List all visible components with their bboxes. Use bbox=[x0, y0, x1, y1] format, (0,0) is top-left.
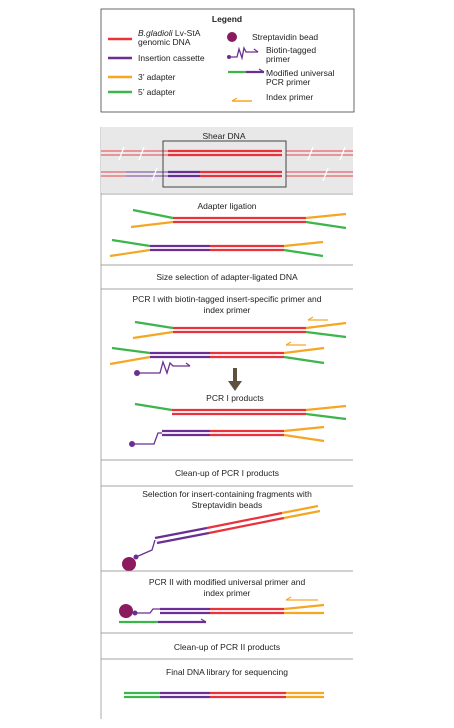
step-pcr2: PCR II with modified universal primer an… bbox=[119, 577, 325, 624]
legend-biotin-label: Biotin-tagged bbox=[266, 45, 316, 55]
legend-index-primer-icon bbox=[231, 97, 252, 102]
legend-universal-label: Modified universal bbox=[266, 68, 335, 78]
biotin-primer-icon bbox=[137, 359, 190, 376]
biotin-primer-icon bbox=[135, 539, 156, 558]
legend-universal-primer-icon bbox=[228, 68, 265, 74]
pcr1-product-genomic bbox=[134, 402, 347, 421]
step-cleanup2-label: Clean-up of PCR II products bbox=[174, 642, 280, 652]
legend-index-label: Index primer bbox=[266, 92, 313, 102]
universal-primer-icon bbox=[119, 618, 207, 624]
shear-selected-box bbox=[162, 140, 287, 188]
down-arrow-icon bbox=[228, 368, 242, 391]
step-shear: Shear DNA bbox=[101, 127, 353, 193]
legend-biotin-label-2: primer bbox=[266, 54, 290, 64]
step-streptavidin-selection: Selection for insert-containing fragment… bbox=[122, 489, 321, 571]
step-pcr1-label-1: PCR I with biotin-tagged insert-specific… bbox=[133, 294, 322, 304]
streptavidin-bead-icon bbox=[119, 604, 133, 618]
ligated-fragment-insert bbox=[109, 238, 324, 258]
step-pcr1: PCR I with biotin-tagged insert-specific… bbox=[109, 294, 347, 447]
step-cleanup1-label: Clean-up of PCR I products bbox=[175, 468, 279, 478]
legend-adapter3-label: 3’ adapter bbox=[138, 72, 176, 82]
legend-insertion-label: Insertion cassette bbox=[138, 53, 205, 63]
captured-fragment bbox=[154, 504, 321, 545]
legend-biotin-primer-icon bbox=[227, 46, 259, 61]
step-ligation-label: Adapter ligation bbox=[197, 201, 256, 211]
legend-genomic-label-2: genomic DNA bbox=[138, 37, 191, 47]
index-primer-icon bbox=[285, 596, 318, 601]
legend-title: Legend bbox=[212, 14, 242, 24]
step-pcr2-label-1: PCR II with modified universal primer an… bbox=[149, 577, 306, 587]
pcr1-template-genomic bbox=[132, 316, 347, 340]
shear-break-marks bbox=[118, 146, 346, 182]
step-selection-label-1: Selection for insert-containing fragment… bbox=[142, 489, 312, 499]
legend-universal-label-2: PCR primer bbox=[266, 77, 311, 87]
step-adapter-ligation: Adapter ligation bbox=[109, 201, 347, 258]
legend: Legend B.gladioli Lv-StA genomic DNA Ins… bbox=[100, 8, 355, 113]
pcr1-products-label: PCR I products bbox=[206, 393, 264, 403]
biotin-primer-icon bbox=[135, 608, 160, 614]
legend-adapter5-label: 5’ adapter bbox=[138, 87, 176, 97]
step-pcr1-label-2: index primer bbox=[204, 305, 251, 315]
ligated-fragment-genomic bbox=[130, 208, 347, 230]
step-shear-label: Shear DNA bbox=[203, 131, 246, 141]
pcr1-template-insert bbox=[109, 341, 325, 376]
final-library-fragment bbox=[124, 691, 324, 699]
pcr2-template bbox=[160, 603, 325, 615]
legend-genomic-italic: B.gladioli bbox=[138, 28, 174, 38]
legend-genomic-rest: Lv-StA bbox=[173, 28, 201, 38]
step-selection-label-2: Streptavidin beads bbox=[192, 500, 262, 510]
step-size-selection-label: Size selection of adapter-ligated DNA bbox=[156, 272, 298, 282]
legend-bead-label: Streptavidin bead bbox=[252, 32, 318, 42]
streptavidin-bead-icon bbox=[122, 557, 136, 571]
shear-panel-bg bbox=[101, 127, 353, 193]
step-final-library: Final DNA library for sequencing bbox=[124, 667, 324, 699]
legend-bead-icon bbox=[227, 32, 237, 42]
pcr1-product-insert bbox=[129, 425, 325, 447]
step-final-label: Final DNA library for sequencing bbox=[166, 667, 288, 677]
legend-box bbox=[100, 8, 355, 113]
legend-genomic-label: B.gladioli Lv-StA bbox=[138, 28, 201, 38]
step-pcr2-label-2: index primer bbox=[204, 588, 251, 598]
